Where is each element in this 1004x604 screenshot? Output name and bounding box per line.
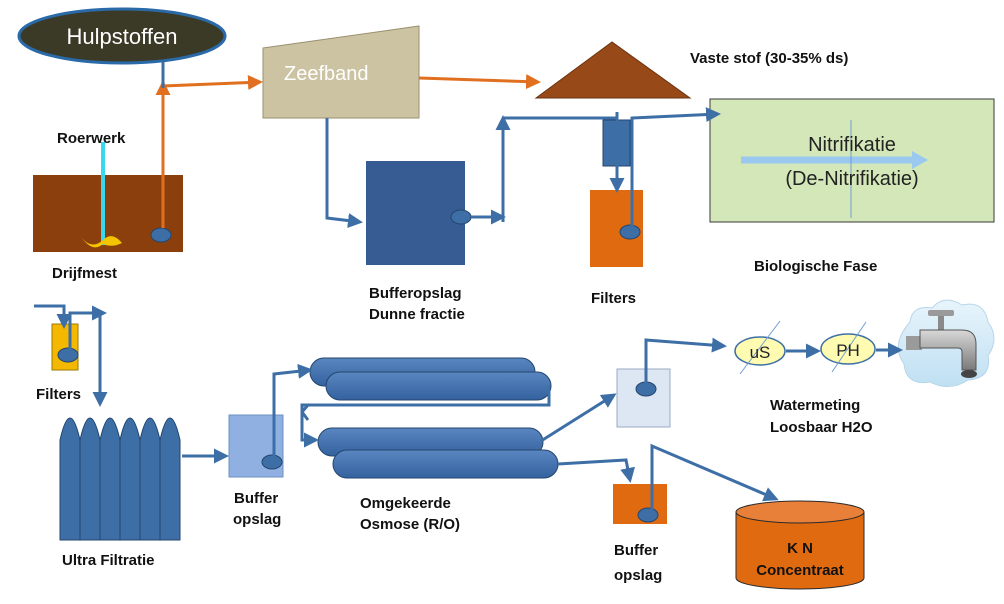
- tap-body: [919, 329, 977, 371]
- flow-to-vaste-stof: [418, 74, 541, 90]
- orange-flows: [155, 74, 541, 228]
- flow-zeefband-to-buffer: [325, 118, 363, 229]
- nitrificatie-label-2: (De-Nitrifikatie): [785, 168, 918, 190]
- flow-permeate-to-us: [644, 337, 727, 386]
- nitrificatie-node: Nitrifikatie (De-Nitrifikatie) Biologisc…: [709, 98, 995, 275]
- ro-vessel-2: [325, 371, 552, 401]
- us-meter-label: uS: [750, 343, 771, 362]
- flow-filter-to-nitri: [630, 107, 721, 232]
- filters-left-node: Filters: [36, 323, 81, 403]
- ph-meter-label: PH: [836, 341, 860, 360]
- roerwerk-propeller: [82, 236, 122, 248]
- nitrificatie-label-1: Nitrifikatie: [808, 134, 896, 156]
- bufferopslag-label-2: Dunne fractie: [369, 306, 465, 323]
- permeate-buffer-node: [616, 368, 671, 428]
- flow-buffer-to-kn: [650, 443, 779, 512]
- buffer-bottom-label-2: opslag: [614, 567, 662, 584]
- hulpstoffen-label: Hulpstoffen: [67, 24, 178, 49]
- osmose-node: Omgekeerde Osmose (R/O): [309, 357, 559, 533]
- flow-ro-to-permeate: [540, 393, 617, 443]
- vaste-stof-triangle: [534, 41, 692, 99]
- ultra-filtratie-node: Ultra Filtratie: [59, 417, 181, 569]
- bufferopslag-node: Bufferopslag Dunne fractie: [366, 161, 472, 323]
- ph-meter-needle: [831, 321, 867, 373]
- zeefband-node: Zeefband: [262, 25, 420, 119]
- blue-flows-bottom: [182, 337, 903, 512]
- zeefband-label: Zeefband: [284, 63, 369, 85]
- flow-filter-left-out: [68, 305, 107, 350]
- roerwerk-label: Roerwerk: [57, 130, 126, 147]
- tap-handle: [928, 310, 954, 316]
- us-meter: [734, 336, 786, 366]
- flow-into-filter-left: [34, 304, 72, 329]
- kn-cylinder-top: [735, 500, 865, 524]
- watermeting-label-1: Watermeting: [770, 397, 860, 414]
- flow-ro-to-concentrate: [557, 458, 636, 483]
- kn-label-1: K N: [787, 540, 813, 557]
- us-meter-needle: [739, 320, 781, 375]
- watermeting-label-2: Loosbaar H2O: [770, 419, 873, 436]
- bufferopslag-pump: [450, 209, 472, 225]
- permeate-buffer-tank: [616, 368, 671, 428]
- buffer-left-pump: [261, 454, 283, 470]
- flow-buffer-to-ro: [272, 363, 313, 458]
- tap-stem: [938, 312, 944, 330]
- zeefband-shape: [262, 25, 420, 119]
- bufferopslag-label-1: Bufferopslag: [369, 285, 462, 302]
- filters-left-label: Filters: [36, 386, 81, 403]
- water-tap-icon: [897, 299, 995, 387]
- bufferopslag-tank: [366, 161, 465, 265]
- filter-left-tank: [51, 323, 79, 371]
- hulpstoffen-ellipse: [17, 7, 227, 65]
- vaste-stof-node: Vaste stof (30-35% ds): [534, 41, 848, 99]
- vaste-stof-label: Vaste stof (30-35% ds): [690, 50, 848, 67]
- blue-flows-filters-left: [34, 304, 108, 407]
- nitrificatie-flow-head: [912, 151, 928, 169]
- flow-to-zeefband: [162, 75, 263, 90]
- osmose-label-1: Omgekeerde: [360, 495, 451, 512]
- tap-pipe: [906, 336, 922, 350]
- kn-concentraat-node: K N Concentraat: [735, 500, 865, 590]
- drijfmest-node: Roerwerk Drijfmest: [33, 130, 183, 282]
- buffer-bottom-pump: [637, 507, 659, 523]
- kn-cylinder-body: [735, 512, 865, 590]
- flow-ro-recirculation: [300, 386, 551, 448]
- uf-tube-lines: [79, 440, 161, 540]
- kn-label-2: Concentraat: [756, 562, 844, 579]
- buffer-left-label-1: Buffer: [234, 490, 278, 507]
- filters-top-label: Filters: [591, 290, 636, 307]
- drijfmest-pump: [150, 227, 172, 243]
- biologische-fase-label: Biologische Fase: [754, 258, 877, 275]
- meters: uS PH Watermeting Loosbaar H2O: [734, 320, 876, 436]
- tap-spout: [961, 370, 977, 378]
- buffer-left-label-2: opslag: [233, 511, 281, 528]
- hulpstoffen-node: Hulpstoffen: [17, 7, 227, 65]
- ro-vessel-4: [332, 449, 559, 479]
- filter-left-pump: [57, 347, 79, 363]
- drijfmest-label: Drijfmest: [52, 265, 117, 282]
- filter-top-pump: [619, 224, 641, 240]
- blue-flows-top: [325, 107, 721, 232]
- flow-ro-recirc-tick: [300, 404, 310, 421]
- buffer-bottom-node: Buffer opslag: [613, 484, 667, 584]
- buffer-bottom-label-1: Buffer: [614, 542, 658, 559]
- osmose-label-2: Osmose (R/O): [360, 516, 460, 533]
- ultra-filtratie-label: Ultra Filtratie: [62, 552, 155, 569]
